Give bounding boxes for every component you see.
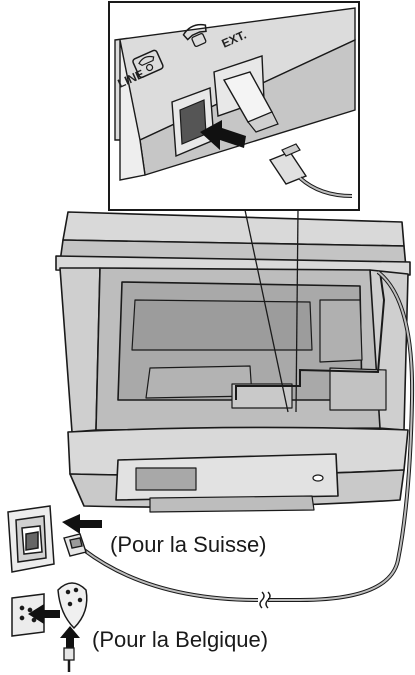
belgian-plug: [58, 583, 87, 628]
rj11-plug-icon: [64, 648, 74, 672]
printer: [56, 212, 410, 512]
cable-break-icon: [260, 592, 270, 608]
rj11-plug-icon: [64, 534, 86, 556]
zoom-inset: LINE EXT.: [109, 2, 359, 210]
paper-tray: [150, 496, 314, 512]
insert-arrow-icon: [62, 514, 102, 534]
wall-socket-switzerland: [8, 506, 54, 572]
caption-switzerland: (Pour la Suisse): [110, 532, 267, 558]
caption-belgium: (Pour la Belgique): [92, 627, 268, 653]
printer-body: [60, 268, 100, 432]
